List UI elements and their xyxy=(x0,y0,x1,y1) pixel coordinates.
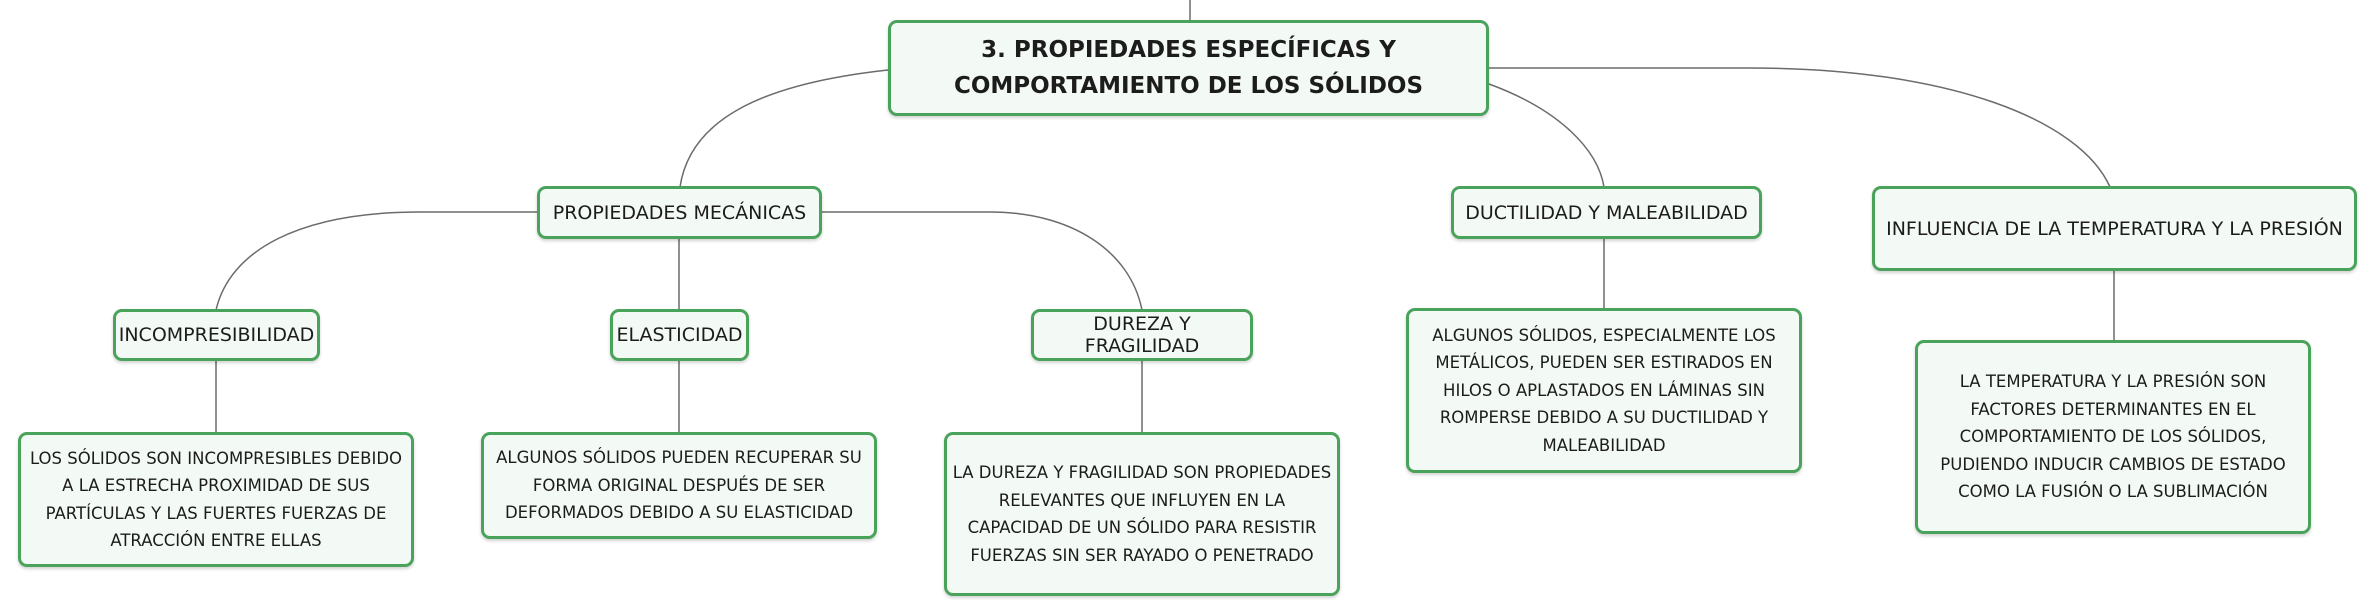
subbranch-elasticidad[interactable]: ELASTICIDAD xyxy=(610,309,749,361)
description-line: FUERZAS SIN SER RAYADO O PENETRADO xyxy=(970,545,1314,565)
description-line: RELEVANTES QUE INFLUYEN EN LA xyxy=(998,490,1286,510)
description-temperatura-presion[interactable]: LA TEMPERATURA Y LA PRESIÓN SON FACTORES… xyxy=(1915,340,2311,534)
description-line: LA TEMPERATURA Y LA PRESIÓN SON xyxy=(1959,372,2267,392)
connector-root-mecanicas xyxy=(679,69,889,188)
subbranch-label: ELASTICIDAD xyxy=(616,324,743,346)
description-line: ALGUNOS SÓLIDOS, ESPECIALMENTE LOS xyxy=(1432,325,1776,345)
branch-temperatura-presion[interactable]: INFLUENCIA DE LA TEMPERATURA Y LA PRESIÓ… xyxy=(1872,186,2357,271)
subbranch-label: DUREZA Y FRAGILIDAD xyxy=(1084,313,1200,357)
branch-label: INFLUENCIA DE LA TEMPERATURA Y LA PRESIÓ… xyxy=(1886,217,2343,240)
root-title-line-1: 3. PROPIEDADES ESPECÍFICAS Y xyxy=(981,37,1396,63)
description-line: ROMPERSE DEBIDO A SU DUCTILIDAD Y xyxy=(1439,408,1769,428)
description-dureza-fragilidad[interactable]: LA DUREZA Y FRAGILIDAD SON PROPIEDADES R… xyxy=(944,432,1340,596)
description-line: PARTÍCULAS Y LAS FUERTES FUERZAS DE xyxy=(45,503,387,523)
subbranch-dureza-fragilidad[interactable]: DUREZA Y FRAGILIDAD xyxy=(1031,309,1253,361)
description-line: ATRACCIÓN ENTRE ELLAS xyxy=(110,531,322,550)
branch-propiedades-mecanicas[interactable]: PROPIEDADES MECÁNICAS xyxy=(537,186,822,239)
subbranch-label: INCOMPRESIBILIDAD xyxy=(118,324,315,346)
description-line: MALEABILIDAD xyxy=(1542,435,1666,455)
description-line: COMPORTAMIENTO DE LOS SÓLIDOS, xyxy=(1959,427,2267,447)
description-line: FACTORES DETERMINANTES EN EL xyxy=(1970,399,2256,419)
subbranch-incompresibilidad[interactable]: INCOMPRESIBILIDAD xyxy=(113,309,320,361)
description-line: FORMA ORIGINAL DESPUÉS DE SER xyxy=(532,475,826,495)
connector-root-temperatura xyxy=(1489,67,2111,188)
description-line: METÁLICOS, PUEDEN SER ESTIRADOS EN xyxy=(1435,353,1773,373)
description-line: LA DUREZA Y FRAGILIDAD SON PROPIEDADES xyxy=(952,463,1332,482)
description-line: LOS SÓLIDOS SON INCOMPRESIBLES DEBIDO xyxy=(29,448,403,468)
root-topic[interactable]: 3. PROPIEDADES ESPECÍFICAS Y COMPORTAMIE… xyxy=(888,20,1489,116)
branch-ductilidad-maleabilidad[interactable]: DUCTILIDAD Y MALEABILIDAD xyxy=(1451,186,1762,239)
description-line: PUDIENDO INDUCIR CAMBIOS DE ESTADO xyxy=(1940,454,2286,474)
description-line: CAPACIDAD DE UN SÓLIDO PARA RESISTIR xyxy=(967,518,1317,537)
description-line: COMO LA FUSIÓN O LA SUBLIMACIÓN xyxy=(1958,482,2268,502)
description-line: ALGUNOS SÓLIDOS PUEDEN RECUPERAR SU xyxy=(496,448,862,468)
description-line: HILOS O APLASTADOS EN LÁMINAS SIN xyxy=(1443,380,1765,400)
description-incompresibilidad[interactable]: LOS SÓLIDOS SON INCOMPRESIBLES DEBIDO A … xyxy=(18,432,414,567)
branch-label: PROPIEDADES MECÁNICAS xyxy=(552,201,807,224)
description-line: DEFORMADOS DEBIDO A SU ELASTICIDAD xyxy=(504,503,854,523)
connector-mecanicas-incompresibilidad xyxy=(215,211,537,311)
root-title-line-2: COMPORTAMIENTO DE LOS SÓLIDOS xyxy=(953,73,1424,99)
connector-root-ductilidad xyxy=(1488,83,1605,188)
description-line: A LA ESTRECHA PROXIMIDAD DE SUS xyxy=(62,476,370,495)
branch-label: DUCTILIDAD Y MALEABILIDAD xyxy=(1465,201,1748,224)
description-ductilidad-maleabilidad[interactable]: ALGUNOS SÓLIDOS, ESPECIALMENTE LOS METÁL… xyxy=(1406,308,1802,473)
description-elasticidad[interactable]: ALGUNOS SÓLIDOS PUEDEN RECUPERAR SU FORM… xyxy=(481,432,877,539)
connector-mecanicas-dureza xyxy=(822,211,1143,311)
